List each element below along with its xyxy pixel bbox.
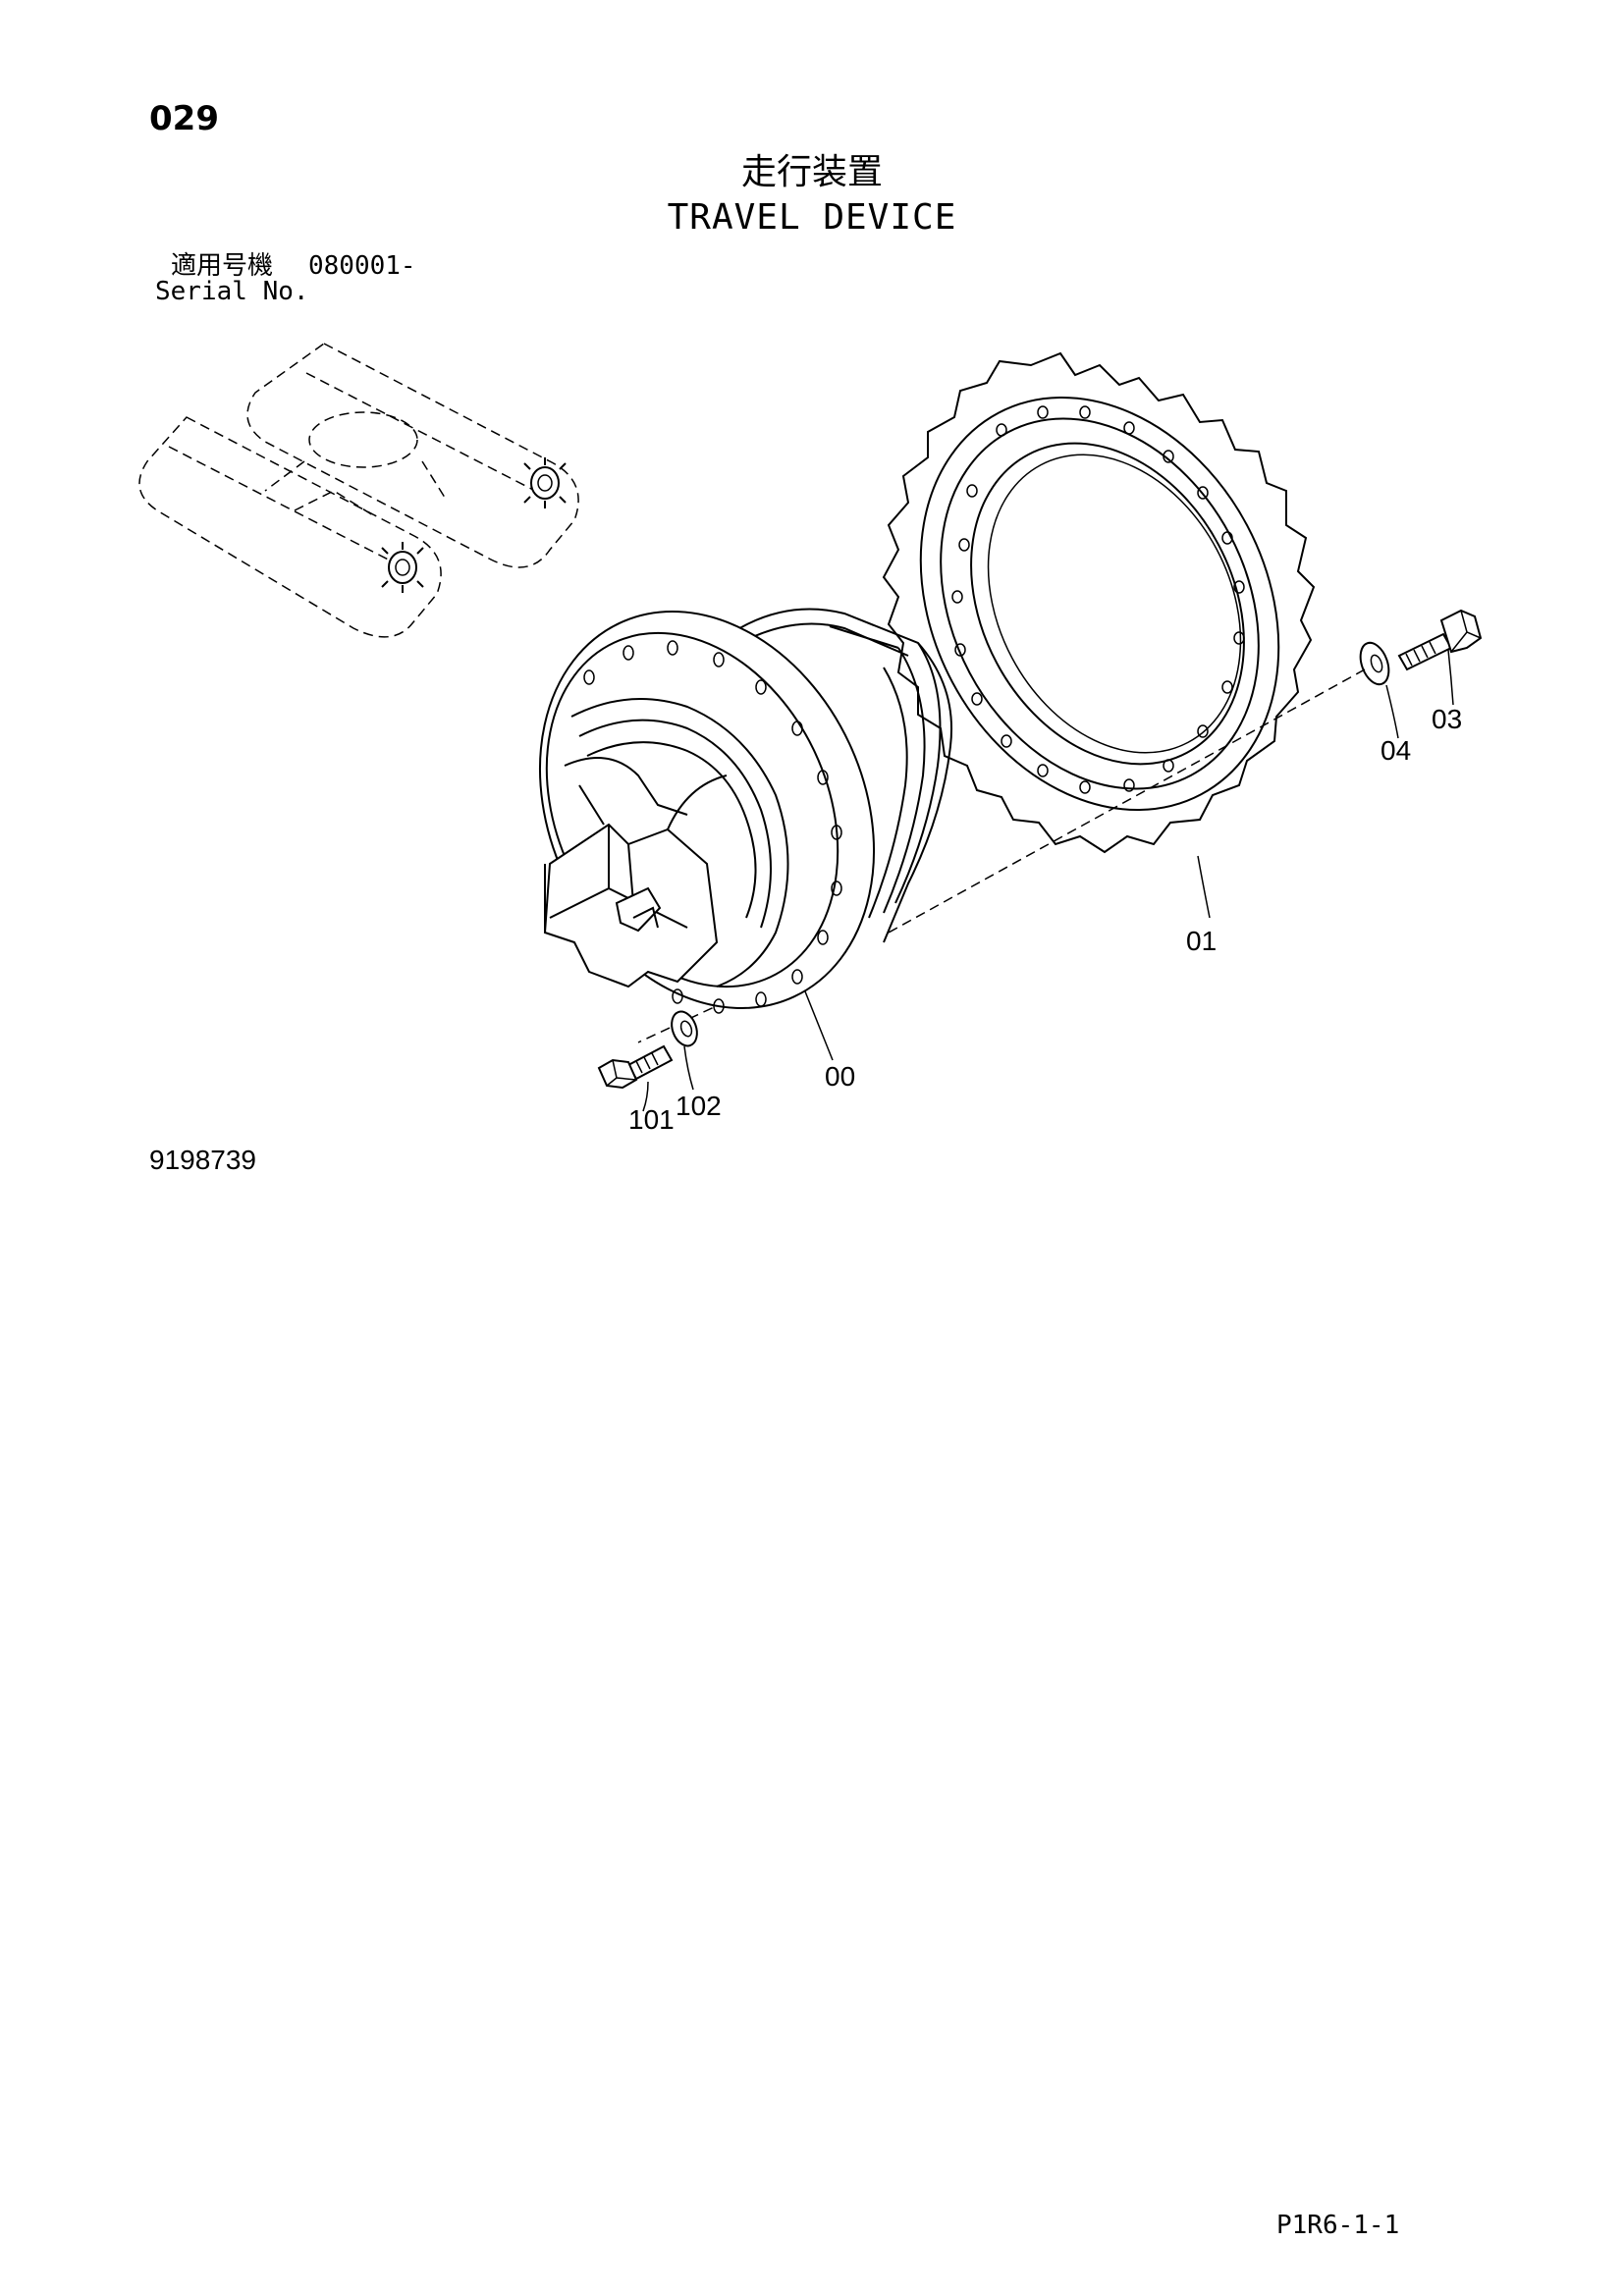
undercarriage-locator-sketch (138, 343, 579, 638)
serial-range: 080001- (308, 251, 416, 281)
serial-label-english: Serial No. (155, 277, 309, 306)
washer-part-04 (1359, 641, 1390, 686)
sprocket-part-01 (882, 351, 1316, 854)
callout-00: 00 (825, 1061, 855, 1092)
page-code: P1R6-1-1 (1276, 2211, 1400, 2240)
page-number: 029 (149, 99, 219, 138)
callout-101: 101 (628, 1104, 675, 1135)
travel-motor-part-00 (538, 608, 952, 1014)
serial-label-japanese: 適用号機 (171, 251, 274, 281)
bolt-part-03 (1397, 609, 1483, 671)
callout-03: 03 (1432, 704, 1462, 734)
bolt-part-101 (597, 1044, 674, 1090)
callout-102: 102 (676, 1091, 722, 1121)
drawing-number: 9198739 (149, 1145, 257, 1175)
assembly-axis-line (888, 668, 1366, 934)
page-title-english: TRAVEL DEVICE (667, 197, 957, 238)
callout-04: 04 (1380, 735, 1411, 766)
page-title-japanese: 走行装置 (740, 152, 883, 192)
washer-part-102 (671, 1010, 698, 1047)
callout-leader-lines (642, 649, 1454, 1112)
callout-01: 01 (1186, 926, 1217, 956)
